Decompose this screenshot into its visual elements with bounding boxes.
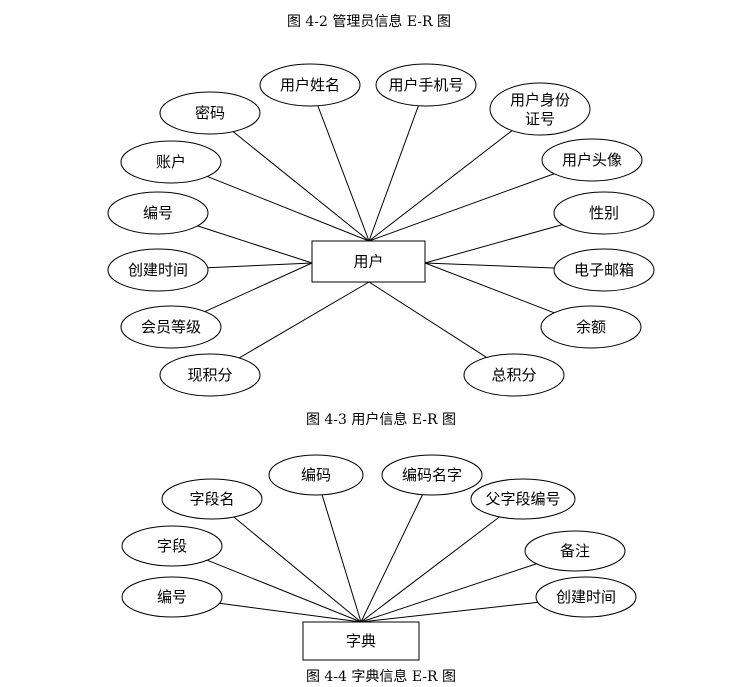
- relationship-edge: [321, 494, 362, 623]
- caption-dict-er: 图 4-4 字典信息 E-R 图: [306, 668, 456, 685]
- relationship-edge: [204, 262, 313, 313]
- attribute-ellipse: [268, 454, 364, 496]
- attribute-ellipse: [120, 140, 222, 184]
- caption-user-er: 图 4-3 用户信息 E-R 图: [306, 411, 456, 428]
- attribute-ellipse: [159, 91, 261, 135]
- attribute-ellipse: [470, 478, 576, 520]
- attribute-ellipse: [524, 530, 626, 572]
- attribute-ellipse: [381, 454, 483, 496]
- relationship-edge: [424, 262, 555, 314]
- attribute-ellipse: [107, 191, 209, 235]
- attribute-label: 用户身份证号: [510, 91, 570, 128]
- attribute-ellipse: [161, 478, 263, 520]
- relationship-edge: [233, 516, 362, 623]
- relationship-edge: [360, 516, 500, 623]
- relationship-edge: [424, 224, 563, 264]
- attribute-label: 用户姓名: [280, 76, 340, 94]
- relationship-edge: [207, 559, 362, 623]
- attribute-label: 创建时间: [128, 261, 188, 279]
- attribute-ellipse: [541, 138, 643, 182]
- attribute-label: 备注: [560, 542, 590, 560]
- relationship-edge: [360, 494, 423, 623]
- relationship-edge: [238, 281, 370, 359]
- attribute-label: 编码名字: [402, 466, 462, 484]
- caption-admin-er: 图 4-2 管理员信息 E-R 图: [287, 13, 451, 30]
- relationship-edge: [317, 105, 370, 242]
- relationship-edge: [360, 563, 537, 623]
- attribute-label: 字段: [157, 537, 187, 555]
- attribute-ellipse: [553, 191, 655, 235]
- attribute-label: 现积分: [187, 366, 232, 384]
- attribute-label: 字段名: [189, 490, 234, 508]
- attribute-ellipse: [107, 248, 209, 292]
- attribute-label: 创建时间: [556, 588, 616, 606]
- entity-label: 用户: [353, 253, 383, 271]
- relationship-edge: [207, 262, 313, 269]
- attribute-label: 账户: [156, 153, 186, 171]
- attribute-ellipse: [463, 353, 565, 397]
- attribute-ellipse: [553, 248, 655, 292]
- attribute-ellipse: [535, 576, 637, 618]
- attribute-ellipse: [375, 63, 477, 107]
- attribute-label: 会员等级: [141, 318, 201, 336]
- relationship-edge: [197, 225, 313, 264]
- relationship-edge: [219, 602, 362, 623]
- attribute-label: 电子邮箱: [574, 261, 634, 279]
- attribute-ellipse: [121, 525, 223, 567]
- attribute-ellipse: [489, 82, 591, 136]
- attribute-ellipse: [259, 63, 361, 107]
- attribute-label: 用户头像: [562, 151, 622, 169]
- entity-box: [311, 240, 426, 283]
- entity-label: 字典: [346, 632, 376, 650]
- attribute-label: 父字段编号: [485, 490, 560, 508]
- entity-box: [302, 621, 420, 661]
- attribute-label: 密码: [195, 104, 225, 122]
- attribute-label: 编码: [301, 466, 331, 484]
- attribute-ellipse: [540, 305, 642, 349]
- relationship-edge: [424, 262, 555, 269]
- attribute-ellipse: [120, 305, 222, 349]
- relationship-edge: [368, 105, 419, 242]
- relationship-edge: [207, 175, 370, 242]
- relationship-edge: [368, 173, 555, 242]
- relationship-edge: [360, 601, 538, 623]
- attribute-label: 性别: [589, 204, 619, 222]
- attribute-label: 编号: [157, 588, 187, 606]
- attribute-ellipse: [159, 353, 261, 397]
- attribute-label: 余额: [576, 318, 606, 336]
- attribute-label: 总积分: [491, 366, 536, 384]
- relationship-edge: [368, 281, 487, 358]
- attribute-label: 用户手机号: [388, 76, 463, 94]
- attribute-ellipse: [121, 576, 223, 618]
- relationship-edge: [232, 131, 370, 242]
- relationship-edge: [368, 130, 513, 242]
- attribute-label: 编号: [143, 204, 173, 222]
